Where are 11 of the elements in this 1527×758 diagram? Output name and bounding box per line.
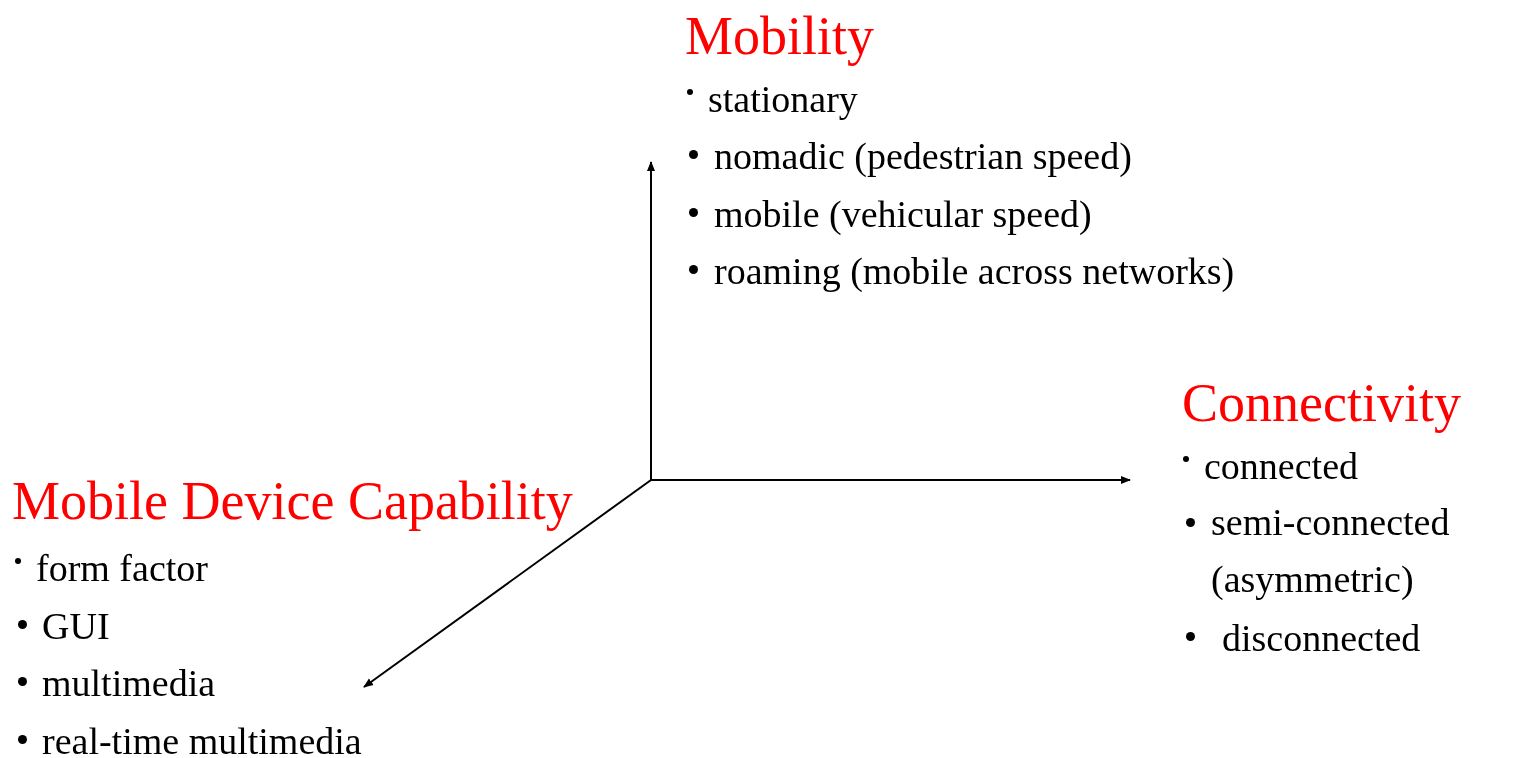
- list-item: connected: [1204, 447, 1359, 485]
- list-item: form factor: [36, 549, 208, 587]
- list-item: GUI: [42, 607, 110, 645]
- list-item: real-time multimedia: [42, 722, 362, 758]
- list-item: semi-connected (asymmetric): [1211, 500, 1451, 602]
- list-item: multimedia: [42, 664, 216, 702]
- list-item: roaming (mobile across networks): [714, 252, 1235, 290]
- list-item: stationary: [708, 80, 858, 118]
- list-item: disconnected: [1222, 619, 1421, 657]
- list-item: nomadic (pedestrian speed): [714, 137, 1132, 175]
- list-item: mobile (vehicular speed): [714, 195, 1092, 233]
